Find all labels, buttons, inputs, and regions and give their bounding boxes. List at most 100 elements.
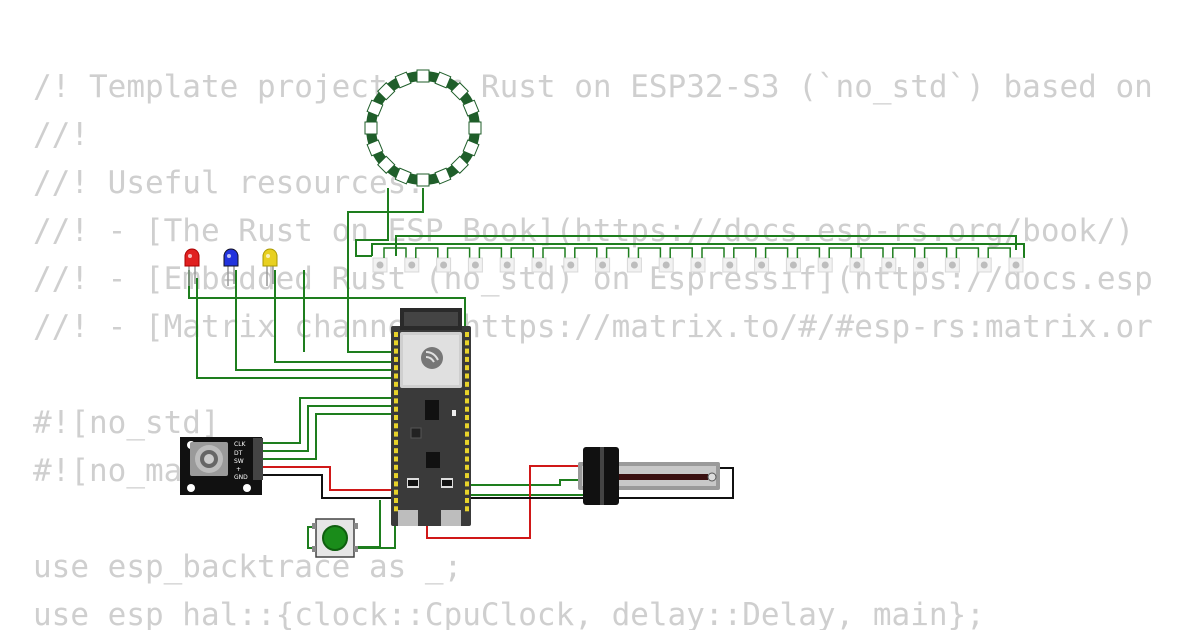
header-pin — [394, 332, 398, 337]
strip-wire — [955, 247, 980, 258]
header-pin — [394, 498, 398, 503]
header-pin — [394, 415, 398, 420]
strip-pixel — [1008, 257, 1024, 273]
header-pin — [465, 390, 469, 396]
code-line: use esp_backtrace as _; — [33, 549, 463, 585]
strip-pixel — [913, 257, 929, 273]
ring-pixel — [377, 155, 396, 174]
ring-pixel — [450, 82, 469, 101]
strip-pixel — [976, 257, 992, 273]
header-pin — [465, 489, 469, 495]
strip-pixel — [785, 257, 801, 273]
strip-wire — [574, 247, 598, 258]
header-pin — [465, 373, 469, 379]
header-pin — [394, 340, 398, 346]
header-pin — [465, 356, 469, 362]
header-pin — [394, 448, 398, 454]
header-pin — [394, 464, 398, 470]
strip-pixel — [849, 257, 865, 273]
ring-pixel — [394, 71, 412, 89]
header-pin — [465, 456, 469, 462]
slide-potentiometer[interactable] — [578, 447, 720, 505]
header-pin — [465, 431, 469, 437]
encoder-pin-label: GND — [234, 474, 248, 481]
pushbutton[interactable] — [312, 518, 358, 558]
header-pin — [394, 406, 398, 412]
strip-wire — [415, 247, 439, 258]
header-pin — [465, 498, 469, 503]
strip-pixel — [944, 257, 960, 273]
header-pin — [465, 340, 469, 346]
ring-pixel — [394, 167, 412, 185]
strip-pixel — [404, 257, 420, 273]
ring-pixel — [450, 155, 469, 174]
header-pin — [394, 365, 398, 371]
header-pin — [465, 439, 469, 445]
header-pin — [465, 448, 469, 454]
strip-wire — [637, 247, 662, 258]
strip-wire — [383, 247, 407, 258]
wires-black — [262, 467, 734, 499]
header-pin — [394, 398, 398, 404]
strip-wire — [860, 247, 884, 258]
led-yellow[interactable] — [262, 248, 278, 286]
encoder-pin-label: + — [236, 466, 241, 473]
encoder-pin-label: DT — [234, 450, 243, 457]
header-pin — [394, 439, 398, 445]
header-pin — [465, 381, 469, 387]
strip-wire — [542, 247, 566, 258]
ring-pixel — [366, 99, 384, 117]
strip-wire — [828, 247, 852, 258]
code-line: /! Template project for Rust on ESP32-S3… — [33, 69, 1153, 105]
strip-wire — [923, 247, 948, 258]
header-pin — [394, 356, 398, 362]
strip-pixel — [690, 257, 706, 273]
strip-wire — [605, 247, 630, 258]
strip-pixel — [372, 257, 388, 273]
header-pin — [394, 456, 398, 462]
ring-pixel — [462, 99, 480, 117]
strip-pixel — [595, 257, 611, 273]
ring-pixel — [434, 71, 452, 89]
led-strip[interactable] — [372, 247, 1024, 273]
strip-wire — [796, 247, 821, 258]
strip-wire — [478, 247, 503, 258]
led-red[interactable] — [184, 248, 200, 286]
strip-pixel — [817, 257, 833, 273]
header-pin — [394, 348, 398, 354]
strip-pixel — [531, 257, 547, 273]
strip-pixel — [467, 257, 483, 273]
header-pin — [465, 473, 469, 479]
header-pin — [465, 464, 469, 470]
strip-pixel — [436, 257, 452, 273]
strip-pixel — [626, 257, 642, 273]
esp32-s3-board[interactable] — [391, 308, 471, 526]
led-blue[interactable] — [223, 248, 239, 286]
header-pin — [465, 406, 469, 412]
header-pin — [465, 415, 469, 420]
header-pin — [394, 381, 398, 387]
ring-pixel — [366, 139, 384, 157]
header-pin — [394, 473, 398, 479]
strip-pixel — [563, 257, 579, 273]
ring-pixel — [364, 121, 378, 135]
header-pin — [394, 506, 398, 512]
strip-pixel — [722, 257, 738, 273]
neopixel-ring[interactable] — [364, 69, 482, 187]
strip-wire — [892, 247, 916, 258]
header-pin — [465, 332, 469, 337]
header-pin — [394, 481, 398, 487]
strip-wire — [446, 247, 471, 258]
ring-pixel — [416, 173, 430, 187]
strip-pixel — [499, 257, 515, 273]
ring-pixel — [468, 121, 482, 135]
strip-wire — [510, 247, 534, 258]
code-line: #![no_std] — [33, 405, 220, 441]
strip-pixel — [881, 257, 897, 273]
code-line: //! — [33, 117, 89, 153]
strip-wire — [764, 247, 789, 258]
rotary-encoder[interactable]: CLK DT SW + GND — [180, 437, 263, 495]
header-pin — [465, 481, 469, 487]
